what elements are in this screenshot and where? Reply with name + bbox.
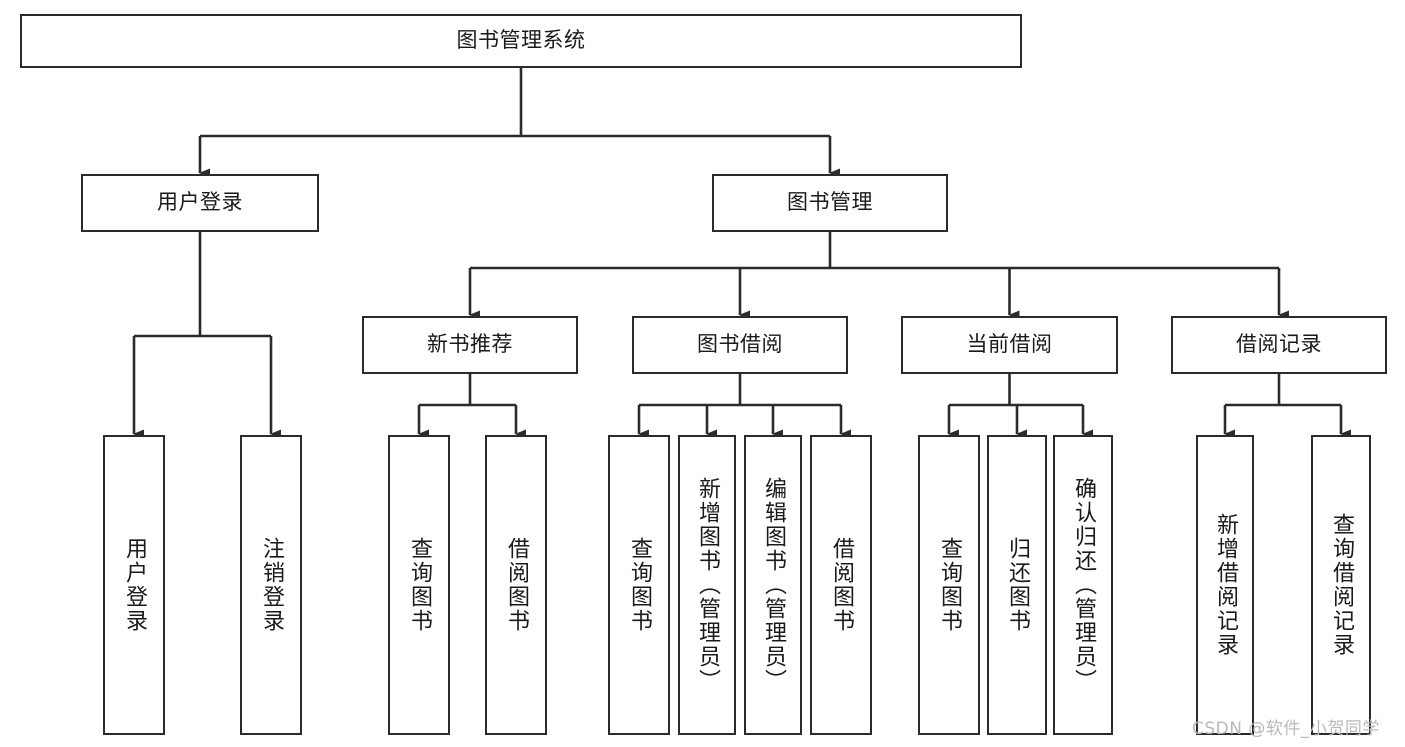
leaf-add-book-label: 新增图书（管理员） xyxy=(695,477,720,693)
leaf-borrow-book-label: 借阅图书 xyxy=(829,537,854,633)
node-book-manage-label: 图书管理 xyxy=(787,190,873,215)
node-root[interactable]: 图书管理系统 xyxy=(20,14,1022,68)
leaf-query-book-recommend[interactable]: 查询图书 xyxy=(388,435,450,735)
leaf-logout-label: 注销登录 xyxy=(259,537,284,633)
leaf-add-book[interactable]: 新增图书（管理员） xyxy=(678,435,736,735)
node-book-borrow[interactable]: 图书借阅 xyxy=(632,316,848,374)
leaf-query-borrow-record-label: 查询借阅记录 xyxy=(1329,513,1354,657)
leaf-add-borrow-record-label: 新增借阅记录 xyxy=(1213,513,1238,657)
node-current-borrow-label: 当前借阅 xyxy=(966,332,1053,357)
leaf-borrow-book-recommend[interactable]: 借阅图书 xyxy=(485,435,547,735)
leaf-query-book-current-label: 查询图书 xyxy=(937,537,962,633)
leaf-borrow-book-recommend-label: 借阅图书 xyxy=(504,537,529,633)
leaf-return-book-label: 归还图书 xyxy=(1005,537,1030,633)
leaf-query-book-recommend-label: 查询图书 xyxy=(407,537,432,633)
node-user-login[interactable]: 用户登录 xyxy=(81,174,319,232)
leaf-query-book-current[interactable]: 查询图书 xyxy=(918,435,980,735)
tree-connectors xyxy=(132,68,1351,439)
node-book-borrow-label: 图书借阅 xyxy=(697,332,783,357)
leaf-add-borrow-record[interactable]: 新增借阅记录 xyxy=(1196,435,1254,735)
leaf-user-login[interactable]: 用户登录 xyxy=(103,435,165,735)
leaf-confirm-return[interactable]: 确认归还（管理员） xyxy=(1053,435,1113,735)
leaf-query-book-borrow-label: 查询图书 xyxy=(627,537,652,633)
leaf-confirm-return-label: 确认归还（管理员） xyxy=(1071,477,1096,693)
leaf-borrow-book[interactable]: 借阅图书 xyxy=(810,435,872,735)
leaf-query-book-borrow[interactable]: 查询图书 xyxy=(608,435,670,735)
node-book-manage[interactable]: 图书管理 xyxy=(712,174,948,232)
node-borrow-record-label: 借阅记录 xyxy=(1236,332,1322,357)
leaf-query-borrow-record[interactable]: 查询借阅记录 xyxy=(1311,435,1371,735)
leaf-edit-book[interactable]: 编辑图书（管理员） xyxy=(744,435,802,735)
node-user-login-label: 用户登录 xyxy=(157,190,243,215)
node-current-borrow[interactable]: 当前借阅 xyxy=(901,316,1118,374)
node-new-book-recommend[interactable]: 新书推荐 xyxy=(362,316,578,374)
leaf-user-login-label: 用户登录 xyxy=(122,537,147,633)
leaf-logout[interactable]: 注销登录 xyxy=(240,435,302,735)
leaf-edit-book-label: 编辑图书（管理员） xyxy=(761,477,786,693)
node-root-label: 图书管理系统 xyxy=(456,28,586,53)
node-borrow-record[interactable]: 借阅记录 xyxy=(1171,316,1387,374)
node-new-book-recommend-label: 新书推荐 xyxy=(427,332,513,357)
leaf-return-book[interactable]: 归还图书 xyxy=(987,435,1047,735)
